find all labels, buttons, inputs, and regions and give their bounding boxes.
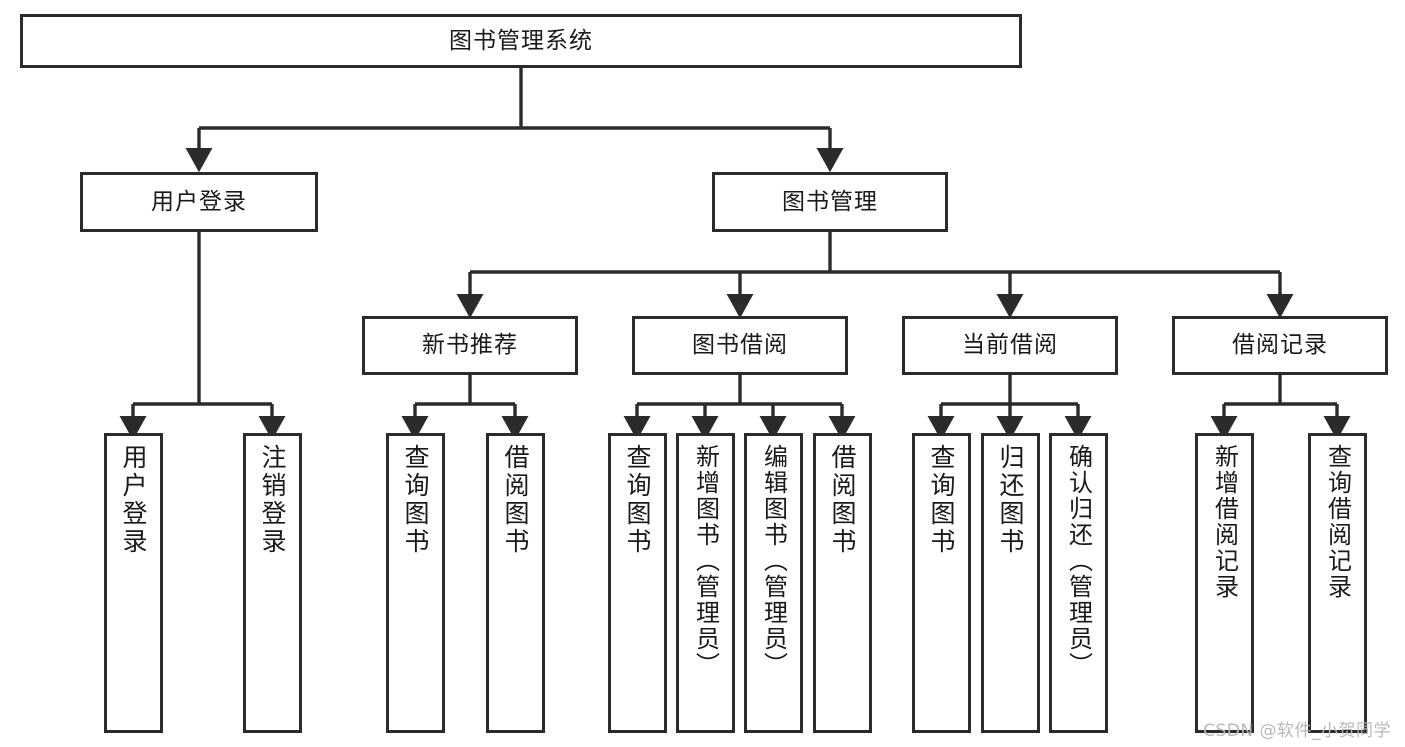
node-label: 当前借阅 xyxy=(962,332,1058,359)
node-label: 借阅记录 xyxy=(1232,332,1328,359)
node-leaf-user-login[interactable]: 用户登录 xyxy=(104,433,163,733)
node-leaf-borrow-book-recommend[interactable]: 借阅图书 xyxy=(486,433,545,733)
node-label: 查询图书 xyxy=(927,444,956,556)
node-current-borrow[interactable]: 当前借阅 xyxy=(902,316,1118,375)
node-label: 借阅图书 xyxy=(501,444,530,556)
node-root-book-management-system[interactable]: 图书管理系统 xyxy=(20,14,1022,68)
node-label: 查询图书 xyxy=(401,444,430,556)
node-leaf-add-book-admin[interactable]: 新增图书（管理员） xyxy=(676,433,735,733)
node-label: 新增图书（管理员） xyxy=(691,444,720,678)
watermark-text: CSDN @软件_小贺同学 xyxy=(1203,721,1391,741)
node-label: 图书管理系统 xyxy=(449,27,593,54)
node-book-management[interactable]: 图书管理 xyxy=(712,172,948,232)
node-label: 用户登录 xyxy=(151,188,247,215)
node-label: 确认归还（管理员） xyxy=(1064,444,1093,678)
node-user-login[interactable]: 用户登录 xyxy=(80,172,318,232)
node-leaf-query-book-current[interactable]: 查询图书 xyxy=(912,433,971,733)
node-label: 注销登录 xyxy=(258,444,287,556)
node-borrow-record[interactable]: 借阅记录 xyxy=(1172,316,1388,375)
node-label: 编辑图书（管理员） xyxy=(759,444,788,678)
node-new-book-recommend[interactable]: 新书推荐 xyxy=(362,316,578,375)
node-leaf-borrow-book-borrow[interactable]: 借阅图书 xyxy=(813,433,872,733)
node-leaf-add-borrow-record[interactable]: 新增借阅记录 xyxy=(1195,433,1254,733)
node-label: 新增借阅记录 xyxy=(1210,444,1239,600)
node-label: 归还图书 xyxy=(996,444,1025,556)
node-leaf-logout-login[interactable]: 注销登录 xyxy=(243,433,302,733)
node-label: 用户登录 xyxy=(119,444,148,556)
node-book-borrow[interactable]: 图书借阅 xyxy=(632,316,848,375)
node-label: 查询图书 xyxy=(623,444,652,556)
node-label: 新书推荐 xyxy=(422,332,518,359)
node-leaf-confirm-return-admin[interactable]: 确认归还（管理员） xyxy=(1049,433,1108,733)
node-leaf-query-borrow-record[interactable]: 查询借阅记录 xyxy=(1308,433,1367,733)
node-label: 查询借阅记录 xyxy=(1323,444,1352,600)
node-leaf-query-book-recommend[interactable]: 查询图书 xyxy=(386,433,445,733)
node-label: 图书借阅 xyxy=(692,332,788,359)
node-label: 图书管理 xyxy=(782,188,878,215)
node-leaf-return-book[interactable]: 归还图书 xyxy=(981,433,1040,733)
node-leaf-edit-book-admin[interactable]: 编辑图书（管理员） xyxy=(744,433,803,733)
node-leaf-query-book-borrow[interactable]: 查询图书 xyxy=(608,433,667,733)
node-label: 借阅图书 xyxy=(828,444,857,556)
